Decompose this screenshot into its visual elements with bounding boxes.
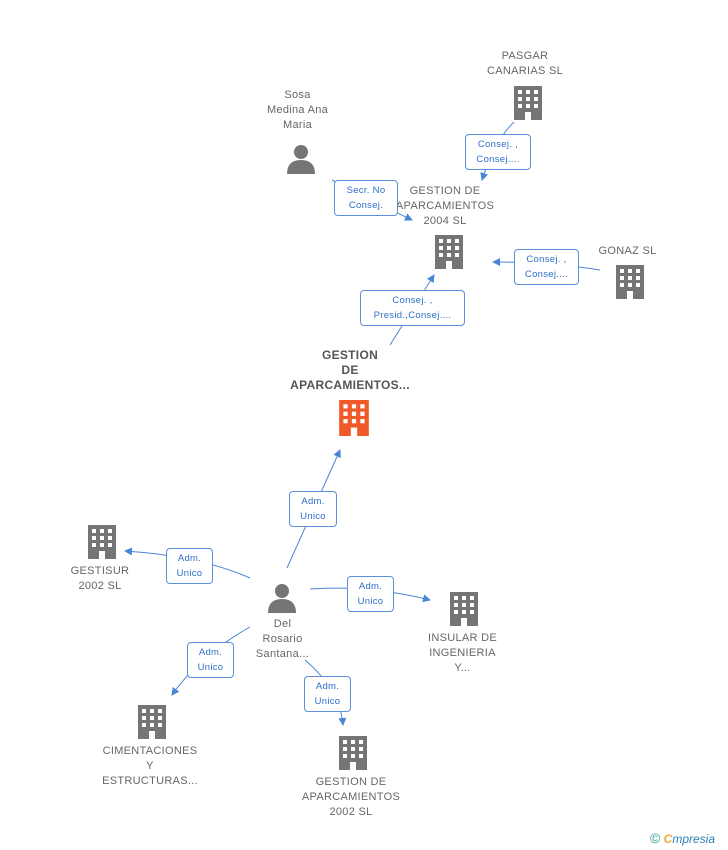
node-label-cimentaciones[interactable]: CIMENTACIONES Y ESTRUCTURAS... [95, 744, 205, 789]
edge-label-line: Unico [176, 568, 203, 579]
node-label-line: Del [273, 618, 292, 630]
edge-label-gonaz-2004[interactable]: Consej. , Consej.... [514, 249, 579, 285]
node-label-line: GESTION DE [315, 776, 387, 788]
edge-label-del-insular[interactable]: Adm. Unico [347, 576, 394, 612]
edge-label-line: Secr. No [346, 185, 386, 196]
node-label-pasgar[interactable]: PASGAR CANARIAS SL [470, 49, 580, 79]
node-label-line: APARCAMIENTOS... [290, 378, 410, 392]
node-label-sosa[interactable]: Sosa Medina Ana Maria [250, 88, 345, 133]
brand-name: mpresia [672, 832, 716, 846]
edge-label-line: Presid.,Consej.... [373, 310, 452, 321]
node-label-line: Maria [282, 119, 312, 131]
node-label-gestion-2004[interactable]: GESTION DE APARCAMIENTOS 2004 SL [390, 184, 500, 229]
node-label-line: 2002 SL [78, 580, 122, 592]
node-label-line: INSULAR DE [427, 632, 498, 644]
edge-label-line: Unico [300, 511, 326, 522]
copyright-symbol: © [650, 830, 661, 846]
node-label-insular[interactable]: INSULAR DE INGENIERIA Y... [415, 631, 510, 676]
edge-label-line: Consej.... [524, 269, 569, 280]
edge-label-line: Adm. [315, 681, 340, 692]
node-label-line: Santana... [255, 648, 310, 660]
edge-label-line: Unico [197, 662, 224, 673]
node-label-line: GESTISUR [70, 565, 130, 577]
empresia-logo[interactable]: © Cmpresia [650, 830, 715, 846]
building-icon[interactable] [137, 705, 167, 739]
building-icon[interactable] [449, 592, 479, 626]
edge-label-line: Adm. [177, 553, 202, 564]
edge-label-line: Adm. [301, 496, 325, 507]
person-icon[interactable] [267, 583, 297, 613]
node-label-line: Sosa [284, 89, 311, 101]
node-label-gonaz[interactable]: GONAZ SL [585, 244, 670, 259]
building-icon[interactable] [338, 736, 368, 770]
edge-label-del-cimentaciones[interactable]: Adm. Unico [187, 642, 234, 678]
edge-label-line: Consej. , [526, 254, 567, 265]
building-icon[interactable] [615, 265, 645, 299]
building-icon[interactable] [434, 235, 464, 269]
edge-label-line: Consej. , [477, 139, 519, 150]
node-label-line: GONAZ SL [598, 245, 657, 257]
edge-label-line: Consej. , [392, 295, 433, 306]
node-label-line: INGENIERIA [429, 647, 496, 659]
edge-label-del-2002[interactable]: Adm. Unico [304, 676, 351, 712]
edge-label-line: Unico [357, 596, 384, 607]
node-label-line: Rosario [262, 633, 303, 645]
edge-label-line: Adm. [198, 647, 223, 658]
node-label-line: PASGAR [501, 50, 549, 62]
node-label-line: ESTRUCTURAS... [102, 775, 198, 787]
node-label-line: 2002 SL [329, 806, 373, 818]
node-label-line: GESTION [321, 348, 379, 362]
node-label-line: GESTION DE [409, 185, 481, 197]
edge-label-del-gestisur[interactable]: Adm. Unico [166, 548, 213, 584]
brand-mark: C [663, 832, 673, 846]
building-icon[interactable] [513, 86, 543, 120]
edge-label-line: Consej. [348, 200, 384, 211]
node-label-line: Y... [454, 662, 471, 674]
node-label-line: CIMENTACIONES [102, 745, 198, 757]
edge-label-line: Consej.... [476, 154, 520, 165]
node-label-del-rosario[interactable]: Del Rosario Santana... [240, 617, 325, 662]
node-label-line: Y [146, 760, 154, 772]
node-label-line: 2004 SL [423, 215, 467, 227]
node-label-line: Medina Ana [266, 104, 329, 116]
node-label-line: APARCAMIENTOS [395, 200, 495, 212]
node-label-gestisur[interactable]: GESTISUR 2002 SL [55, 564, 145, 594]
edge-label-line: Unico [314, 696, 341, 707]
node-label-line: DE [341, 363, 359, 377]
building-icon[interactable] [87, 525, 117, 559]
edge-label-main-2004[interactable]: Consej. , Presid.,Consej.... [360, 290, 465, 326]
edge-label-line: Adm. [358, 581, 383, 592]
node-label-line: CANARIAS SL [486, 65, 564, 77]
person-icon[interactable] [286, 144, 316, 174]
node-label-gestion-2002[interactable]: GESTION DE APARCAMIENTOS 2002 SL [295, 775, 407, 820]
edge-label-pasgar-2004[interactable]: Consej. , Consej.... [465, 134, 531, 170]
building-icon-focus[interactable] [338, 400, 370, 436]
node-label-main[interactable]: GESTION DE APARCAMIENTOS... [280, 348, 420, 393]
node-label-line: APARCAMIENTOS [301, 791, 401, 803]
edge-label-sosa-2004[interactable]: Secr. No Consej. [334, 180, 398, 216]
edge-label-del-main[interactable]: Adm. Unico [289, 491, 337, 527]
